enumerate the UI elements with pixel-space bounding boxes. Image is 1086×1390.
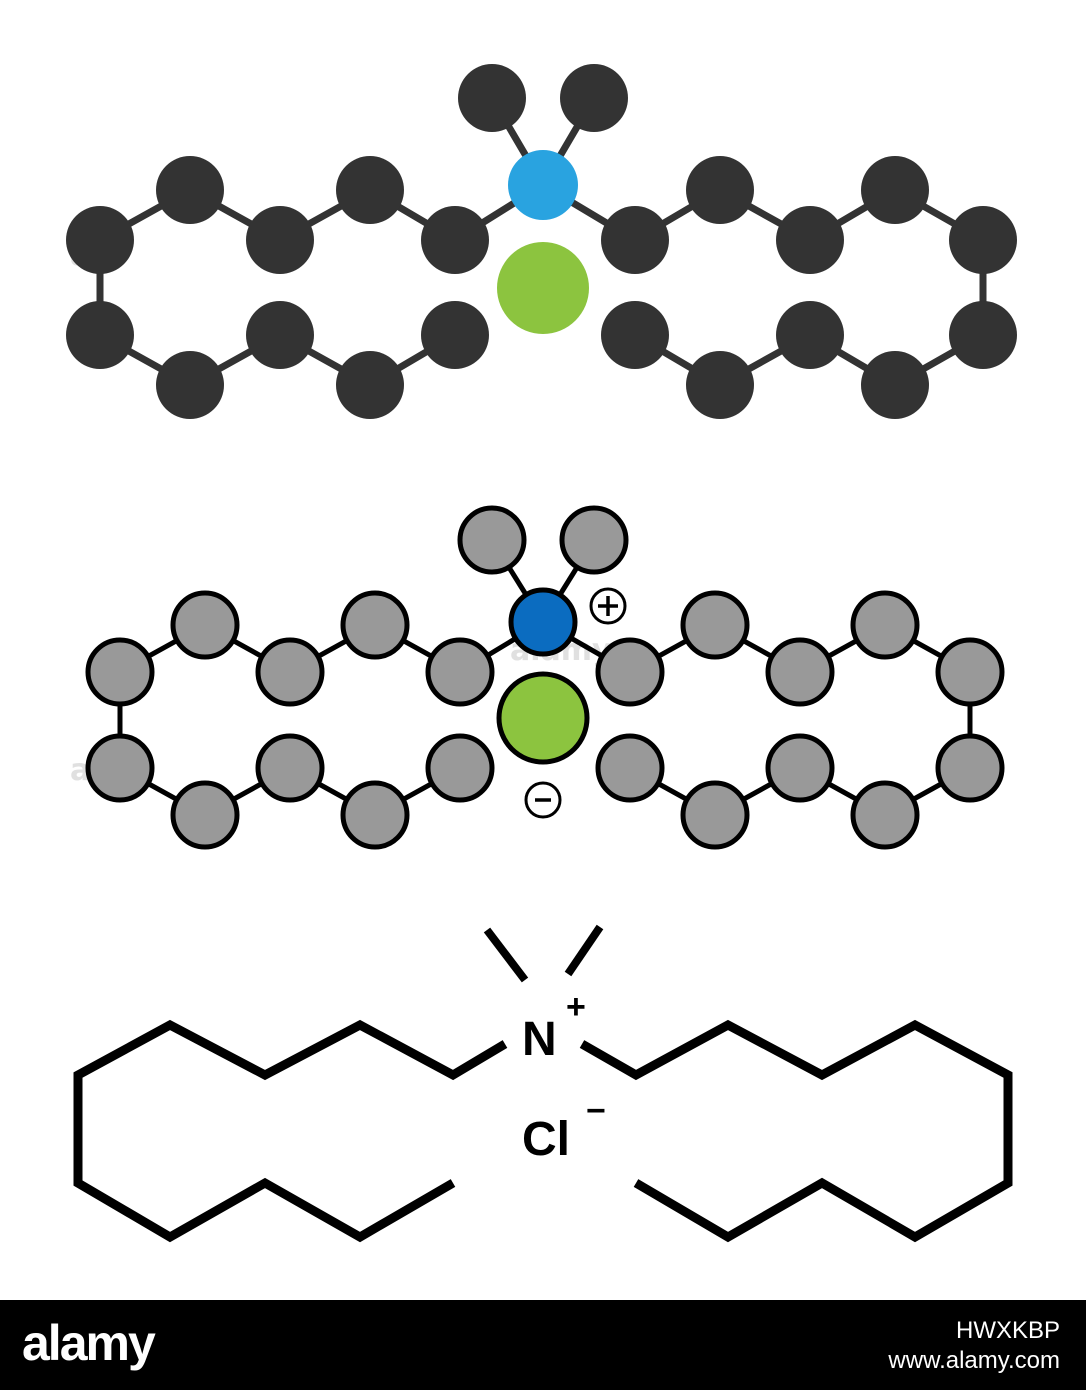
skeletal-bonds [73,924,1013,1243]
svg-text:a: a [70,753,90,788]
bonds-dark [96,96,987,390]
skeletal-formula: N + Cl − [73,924,1013,1243]
footer-bar: alamy HWXKBP www.alamy.com [0,1300,1086,1390]
chloride-charge-label: − [586,1092,606,1130]
nitrogen-atom-dark [508,150,578,220]
nitrogen-atom-light [508,587,578,657]
atoms-light [85,505,1005,850]
nitrogen-label: N [522,1013,557,1066]
chlorine-atom-light [496,671,590,765]
footer-info: HWXKBP www.alamy.com [888,1316,1060,1376]
molecule-diagram: a a a a alamy [66,64,1017,1243]
site-url: www.alamy.com [888,1347,1060,1374]
chloride-label: Cl [522,1113,570,1166]
ball-model-dark [66,64,1017,419]
chlorine-atom-dark [497,242,589,334]
positive-charge-icon [589,587,627,625]
image-id: HWXKBP [955,1317,1060,1344]
alamy-logo: alamy [22,1315,156,1371]
ball-model-light [85,505,1005,850]
negative-charge-icon [524,781,562,819]
atoms-dark [66,64,1017,419]
nitrogen-charge-label: + [566,988,586,1026]
